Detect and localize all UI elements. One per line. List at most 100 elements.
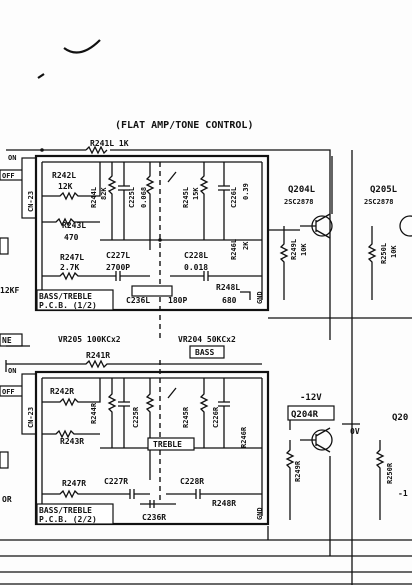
- label-off-top: OFF: [2, 172, 15, 180]
- r244l-resistor: [107, 162, 117, 240]
- label-pcb-bottom-2: P.C.B. (2/2): [39, 515, 97, 524]
- label-q205l: Q205L: [370, 185, 398, 195]
- label-r241r: R241R: [86, 351, 110, 360]
- label-r242l: R242L: [52, 171, 76, 180]
- stray-mark: [37, 73, 45, 79]
- label-or: OR: [2, 495, 12, 504]
- label-r244l-value: 82K: [100, 187, 108, 200]
- label-0v: 0V: [350, 427, 360, 436]
- transistor-q205l: [399, 215, 412, 237]
- bus-drops: [267, 456, 331, 556]
- label-off-bottom: OFF: [2, 388, 15, 396]
- label-r245l-value: 15K: [192, 187, 200, 200]
- r241l-feedback-wire: [6, 145, 331, 340]
- label-c227r: C227R: [104, 477, 128, 486]
- label-q20-partial: Q20: [392, 413, 408, 423]
- label-r243l-value: 470: [64, 233, 79, 242]
- bass-box: [189, 345, 225, 359]
- label-r244r: R244R: [90, 402, 98, 424]
- stray-mark: [63, 39, 101, 54]
- r245r-resistor: [199, 378, 209, 448]
- diagram-title: (FLAT AMP/TONE CONTROL): [115, 120, 253, 131]
- c226r-capacitor: [218, 378, 230, 448]
- label-c226l: C226L: [230, 187, 238, 208]
- label-r249l: R249L: [290, 239, 298, 260]
- label-gnd-bottom: GND: [256, 507, 264, 520]
- q204r-leads: [300, 427, 331, 453]
- label-r246l-value: 2K: [242, 241, 250, 250]
- top-rail: [41, 161, 262, 302]
- label-minus12v: -12V: [300, 393, 322, 403]
- c228r-capacitor: [166, 489, 262, 499]
- label-r243r: R243R: [60, 437, 84, 446]
- label-r242l-value: 12K: [58, 182, 73, 191]
- r242r-resistor: [42, 378, 101, 407]
- c225r-capacitor: [118, 378, 130, 448]
- treble-box: [147, 437, 195, 451]
- label-ne: NE: [2, 336, 12, 345]
- label-treble: TREBLE: [153, 440, 182, 449]
- left-mid-wires: [5, 345, 30, 372]
- label-r246r: R246R: [240, 426, 248, 448]
- label-r245r: R245R: [182, 406, 190, 428]
- vr205-track-r: [145, 378, 155, 480]
- label-c226l-value: 0.39: [242, 183, 250, 200]
- node: [158, 238, 162, 242]
- label-r245l: R245L: [182, 187, 190, 208]
- c226l-capacitor: [218, 162, 230, 240]
- label-r250l-value: 10K: [390, 245, 398, 258]
- vr205-track-l: [145, 162, 155, 250]
- label-r250r: R250R: [386, 462, 394, 484]
- label-pcb-bottom-1: BASS/TREBLE: [39, 506, 92, 515]
- label-on-bottom: ON: [8, 367, 16, 375]
- label-r243l: R243L: [62, 221, 86, 230]
- label-r249r: R249R: [294, 460, 302, 482]
- r243l-resistor: [42, 217, 100, 227]
- label-c225l-value: 0.068: [140, 187, 148, 208]
- label-c227l: C227L: [106, 251, 130, 260]
- label-q204l: Q204L: [288, 185, 316, 195]
- c228l-capacitor: [170, 271, 262, 281]
- label-c228l: C228L: [184, 251, 208, 260]
- r244r-resistor: [107, 378, 117, 448]
- label-cn23-top: CN-23: [27, 191, 35, 212]
- label-cn23-bottom: CN-23: [27, 407, 35, 428]
- pcb-boundary-bottom: [34, 370, 270, 526]
- label-r241l: R241L 1K: [90, 139, 129, 148]
- label-pcb-top-1: BASS/TREBLE: [39, 292, 92, 301]
- label-c225r: C225R: [132, 406, 140, 428]
- label-vr205: VR205 100KCx2: [58, 335, 121, 344]
- c236r-capacitor: [140, 500, 176, 508]
- label-c228r: C228R: [180, 477, 204, 486]
- r247r-c227r-chain: [42, 489, 150, 499]
- label-minus1-partial: -1: [398, 489, 408, 498]
- r243r-resistor: [42, 429, 100, 439]
- label-c236l: C236L: [126, 296, 150, 305]
- label-pcb-top-2: P.C.B. (1/2): [39, 301, 97, 310]
- r249r-resistor: [285, 420, 295, 520]
- label-c227l-value: 2700P: [106, 263, 130, 272]
- label-r247r: R247R: [62, 479, 86, 488]
- r242l-resistor: [42, 162, 101, 201]
- r245l-resistor: [199, 162, 209, 240]
- bottom-bus-lines: [0, 539, 412, 585]
- label-q204l-type: 2SC2878: [284, 198, 314, 206]
- label-12kf: 12KF: [0, 286, 19, 295]
- label-vr204: VR204 50KCx2: [178, 335, 236, 344]
- edge-box: [0, 451, 9, 469]
- label-r244l: R244L: [90, 187, 98, 208]
- r248l-wire: [240, 291, 251, 300]
- label-c226r: C226R: [212, 406, 220, 428]
- label-q204r: Q204R: [291, 410, 319, 420]
- label-r248r: R248R: [212, 499, 236, 508]
- c236l-box: [131, 285, 173, 297]
- label-q205l-type: 2SC2878: [364, 198, 394, 206]
- wiper-arrow: [167, 171, 177, 183]
- node: [40, 148, 44, 152]
- label-r250l: R250L: [380, 243, 388, 264]
- q204r-box: [287, 405, 335, 421]
- label-r246l: R246L: [230, 239, 238, 260]
- label-r248l-value: 680: [222, 296, 237, 305]
- label-bass: BASS: [195, 348, 214, 357]
